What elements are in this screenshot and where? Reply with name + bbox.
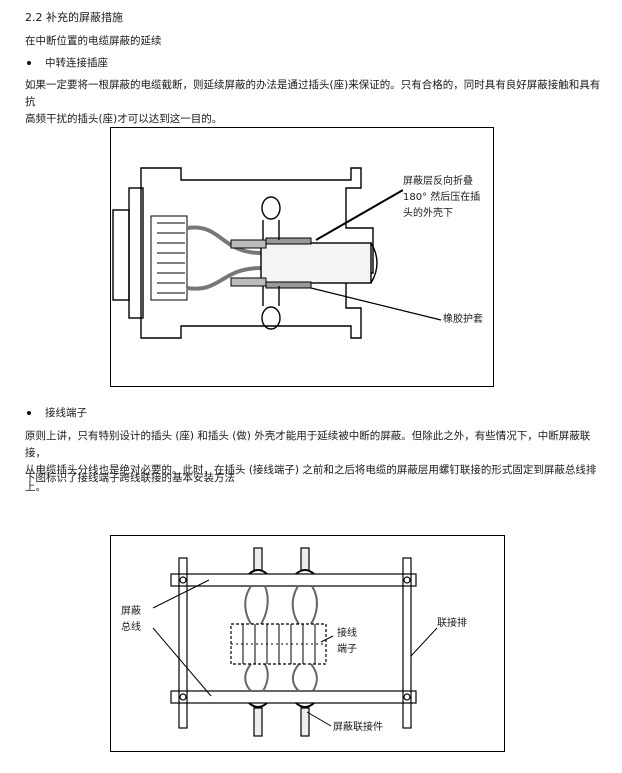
- paragraph-2-line-2: 从电缆插头分线也是绝对必要的。此时，在插头 (接线端子) 之前和之后将电缆的屏蔽…: [25, 464, 597, 493]
- shield-fold-label-line-1: 屏蔽层反向折叠: [403, 174, 473, 190]
- bullet-dot-icon: [27, 411, 31, 415]
- paragraph-1: 如果一定要将一根屏蔽的电缆截断，则延续屏蔽的办法是通过插头(座)来保证的。只有合…: [25, 77, 605, 128]
- bullet-dot-icon: [27, 61, 31, 65]
- connecting-bar-label: 联接排: [437, 616, 467, 632]
- shield-fold-label-line-3: 头的外壳下: [403, 206, 453, 222]
- connector-figure: 屏蔽层反向折叠 180° 然后压在插 头的外壳下 橡胶护套: [110, 127, 494, 387]
- shield-bus-label-line-2: 总线: [121, 620, 141, 636]
- bullet-label: 接线端子: [45, 407, 87, 419]
- shield-bus-label-line-1: 屏蔽: [121, 604, 141, 620]
- bullet-label: 中转连接插座: [45, 57, 108, 69]
- bullet-item-relay-socket: 中转连接插座: [25, 55, 108, 72]
- terminal-label-line-2: 端子: [337, 642, 357, 658]
- rubber-sleeve-label: 橡胶护套: [443, 312, 483, 328]
- shield-clamp-label: 屏蔽联接件: [333, 720, 383, 736]
- paragraph-2: 原则上讲，只有特别设计的插头 (座) 和插头 (做) 外壳才能用于延续被中断的屏…: [25, 428, 605, 496]
- terminal-label-line-1: 接线: [337, 626, 357, 642]
- section-heading: 2.2 补充的屏蔽措施: [25, 11, 123, 24]
- paragraph-1-line-2: 高频干扰的插头(座)才可以达到这一目的。: [25, 113, 223, 125]
- connector-drawing-icon: [112, 167, 442, 339]
- shield-fold-label-line-2: 180° 然后压在插: [403, 190, 481, 206]
- terminal-block-figure: 屏蔽 总线 接线 端子 联接排 屏蔽联接件: [110, 535, 505, 752]
- section-subheading: 在中断位置的电缆屏蔽的延续: [25, 35, 162, 47]
- paragraph-2-line-1: 原则上讲，只有特别设计的插头 (座) 和插头 (做) 外壳才能用于延续被中断的屏…: [25, 430, 591, 459]
- bullet-item-terminal: 接线端子: [25, 405, 87, 422]
- paragraph-1-line-1: 如果一定要将一根屏蔽的电缆截断，则延续屏蔽的办法是通过插头(座)来保证的。只有合…: [25, 79, 601, 108]
- terminal-block-drawing-icon: [152, 547, 438, 737]
- paragraph-3: 下图标识了接线端子跨线联接的基本安装方法: [25, 472, 235, 484]
